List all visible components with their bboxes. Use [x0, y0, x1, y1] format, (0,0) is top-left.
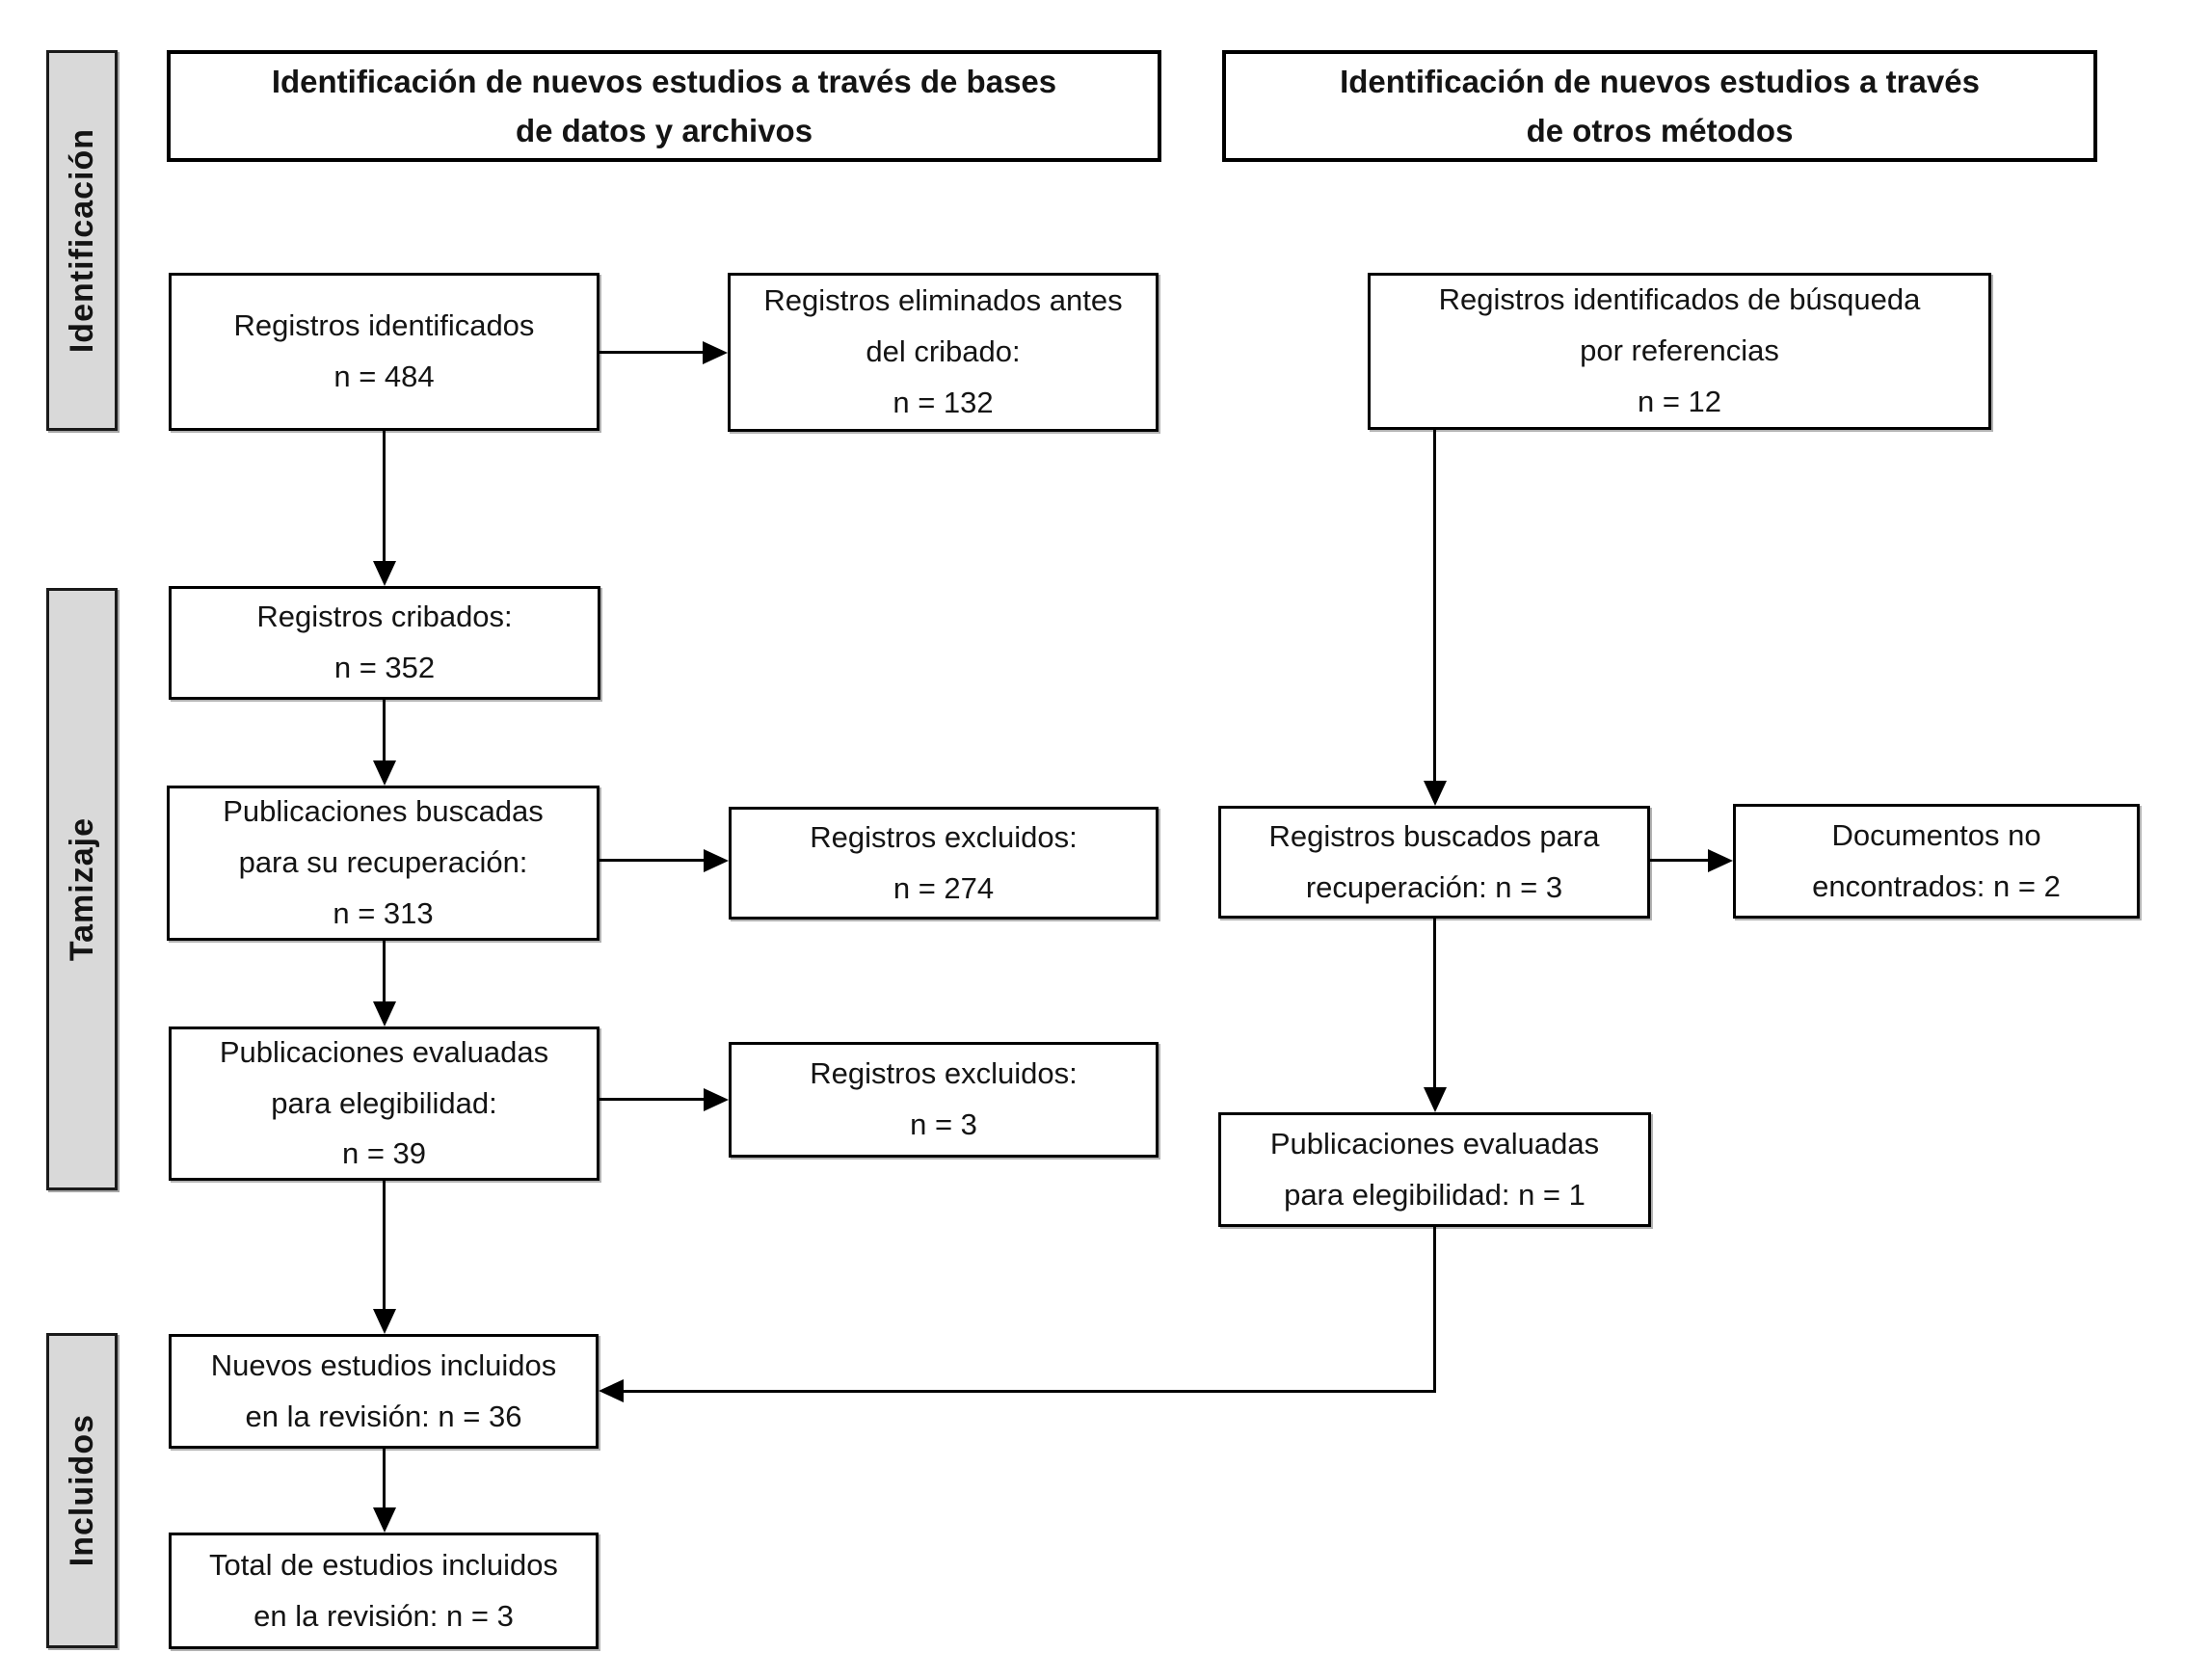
stage-bar-included: Incluidos	[46, 1333, 118, 1648]
box-text-line: n = 3	[910, 1107, 977, 1141]
arrow-line	[622, 1390, 1436, 1393]
box-text-line: n = 132	[893, 385, 994, 419]
box-text-line: del cribado:	[866, 334, 1021, 369]
box-text-line: Registros excluidos:	[810, 819, 1078, 854]
arrow-line	[600, 351, 703, 354]
arrowhead-down-icon	[373, 1309, 396, 1334]
box-text-line: n = 39	[341, 1136, 427, 1171]
arrow-line	[383, 431, 386, 563]
box-text-line: n = 12	[1637, 384, 1722, 418]
box-text-line: en la revisión: n = 3	[253, 1598, 514, 1633]
header-text-line: Identificación de nuevos estudios a trav…	[1340, 63, 1980, 99]
box-text-line: Registros buscados para	[1268, 818, 1600, 853]
stage-label-screening: Tamizaje	[63, 816, 100, 962]
arrowhead-right-icon	[1708, 849, 1733, 872]
arrow-line	[1433, 919, 1436, 1089]
arrowhead-down-icon	[373, 760, 396, 786]
box-total-studies-included: Total de estudios incluidos en la revisi…	[169, 1533, 599, 1649]
box-text-line: Nuevos estudios incluidos	[210, 1347, 557, 1382]
box-text-line: Registros identificados	[233, 308, 535, 343]
box-records-excluded-screening: Registros excluidos: n = 274	[729, 807, 1159, 920]
box-publications-sought: Publicaciones buscadas para su recuperac…	[167, 786, 600, 941]
box-text-line: Total de estudios incluidos	[209, 1547, 558, 1582]
arrowhead-down-icon	[1424, 781, 1447, 806]
box-text-line: n = 484	[333, 360, 435, 393]
arrow-line	[1650, 859, 1710, 862]
header-other-methods: Identificación de nuevos estudios a trav…	[1222, 50, 2097, 162]
arrow-line	[383, 941, 386, 1003]
box-text-line: n = 352	[333, 651, 436, 684]
box-text-line: para su recuperación:	[238, 845, 528, 880]
box-documents-not-found: Documentos no encontrados: n = 2	[1733, 804, 2140, 919]
arrowhead-down-icon	[373, 1507, 396, 1533]
arrow-line	[383, 1181, 386, 1311]
arrow-line	[383, 1449, 386, 1509]
box-text-line: n = 274	[893, 870, 995, 905]
box-text-line: Registros excluidos:	[810, 1056, 1078, 1091]
header-text-line: de datos y archivos	[515, 113, 813, 148]
stage-label-identification: Identificación	[63, 127, 100, 354]
arrowhead-down-icon	[373, 561, 396, 586]
box-records-excluded-eligibility: Registros excluidos: n = 3	[729, 1042, 1159, 1158]
box-text-line: recuperación: n = 3	[1305, 869, 1563, 904]
box-publications-assessed: Publicaciones evaluadas para elegibilida…	[169, 1027, 600, 1181]
arrowhead-right-icon	[704, 1088, 729, 1111]
stage-label-included: Incluidos	[63, 1414, 100, 1567]
arrowhead-right-icon	[704, 849, 729, 872]
arrow-line	[600, 1098, 704, 1101]
arrow-line	[600, 859, 704, 862]
box-records-identified-references: Registros identificados de búsqueda por …	[1368, 273, 1991, 430]
box-publications-assessed-references: Publicaciones evaluadas para elegibilida…	[1218, 1112, 1651, 1227]
box-text-line: por referencias	[1580, 333, 1779, 368]
box-text-line: n = 313	[333, 895, 434, 930]
box-text-line: Publicaciones evaluadas	[219, 1034, 549, 1069]
arrow-line	[383, 700, 386, 762]
arrowhead-left-icon	[599, 1379, 624, 1402]
box-records-sought-references: Registros buscados para recuperación: n …	[1218, 806, 1650, 919]
box-text-line: en la revisión: n = 36	[245, 1399, 522, 1433]
box-text-line: Publicaciones evaluadas	[1269, 1126, 1600, 1160]
box-text-line: encontrados: n = 2	[1812, 868, 2061, 903]
header-databases: Identificación de nuevos estudios a trav…	[167, 50, 1161, 162]
header-text-line: Identificación de nuevos estudios a trav…	[271, 63, 1057, 99]
arrowhead-down-icon	[373, 1001, 396, 1027]
box-text-line: Registros cribados:	[256, 600, 513, 634]
box-new-studies-included: Nuevos estudios incluidos en la revisión…	[169, 1334, 599, 1449]
box-text-line: Registros eliminados antes	[763, 283, 1123, 318]
box-records-screened: Registros cribados: n = 352	[169, 586, 600, 700]
arrow-line	[1433, 1227, 1436, 1393]
box-text-line: para elegibilidad:	[271, 1085, 497, 1120]
box-records-removed-before-screening: Registros eliminados antes del cribado: …	[728, 273, 1159, 432]
box-records-identified: Registros identificados n = 484	[169, 273, 600, 431]
box-text-line: Documentos no	[1831, 817, 2041, 852]
box-text-line: Publicaciones buscadas	[223, 794, 544, 829]
stage-bar-identification: Identificación	[46, 50, 118, 431]
stage-bar-screening: Tamizaje	[46, 588, 118, 1190]
box-text-line: para elegibilidad: n = 1	[1284, 1177, 1585, 1212]
box-text-line: Registros identificados de búsqueda	[1438, 282, 1921, 317]
header-text-line: de otros métodos	[1526, 113, 1794, 148]
arrow-line	[1433, 430, 1436, 783]
arrowhead-right-icon	[703, 341, 728, 364]
arrowhead-down-icon	[1424, 1087, 1447, 1112]
